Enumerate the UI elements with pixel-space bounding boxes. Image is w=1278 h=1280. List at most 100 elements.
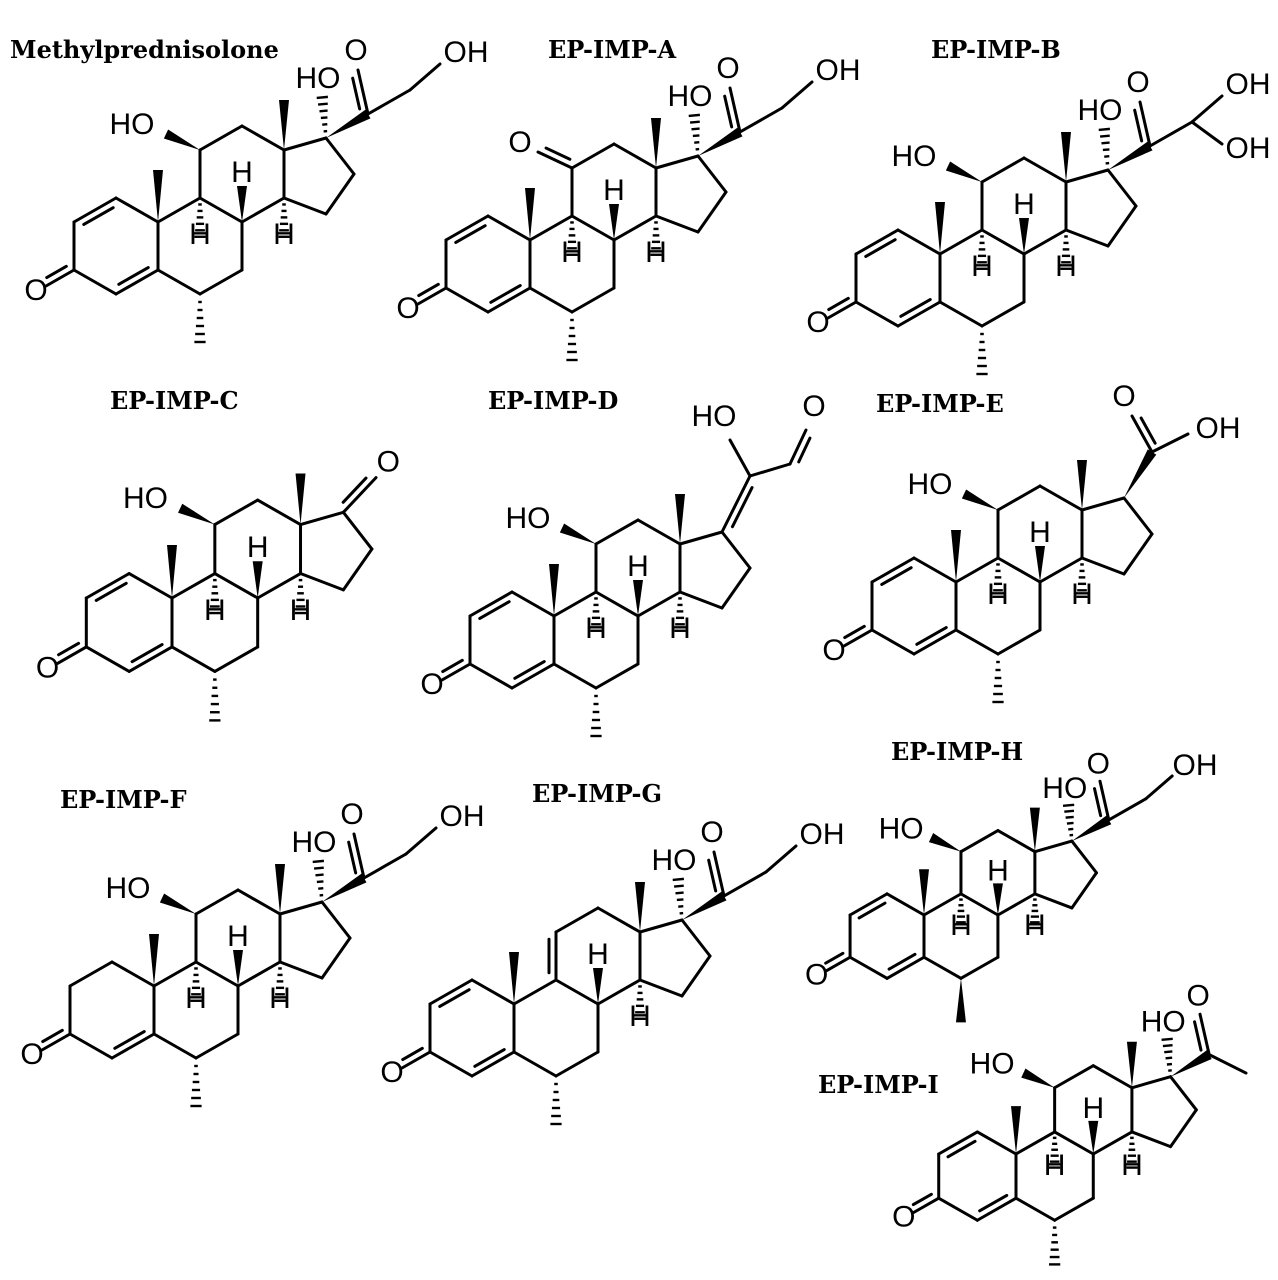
- hydroxyl-label-c17: HO: [1042, 772, 1087, 805]
- bond: [428, 978, 474, 1006]
- bond: [282, 136, 328, 152]
- double-bond-line: [1193, 1020, 1203, 1052]
- bond: [486, 214, 532, 242]
- double-bond-line: [978, 1193, 1009, 1213]
- wedge-bond: [159, 893, 196, 914]
- bond: [570, 286, 616, 314]
- wedge-bond: [1071, 815, 1112, 842]
- bond: [416, 286, 448, 306]
- hydroxyl-label-c21: OH: [800, 818, 845, 851]
- double-bond-line: [82, 206, 115, 226]
- compound-title-ep-imp-g: EP-IMP-G: [532, 779, 662, 808]
- wedge-bond: [1108, 141, 1153, 170]
- bond: [468, 662, 514, 690]
- bond: [299, 572, 345, 592]
- hydrogen-label-c8: H: [603, 174, 625, 207]
- bond: [654, 214, 700, 234]
- bond: [959, 955, 1000, 980]
- hydroxyl-label-c17: HO: [1078, 94, 1123, 127]
- bond: [938, 300, 984, 328]
- bond: [885, 955, 926, 980]
- bond: [240, 196, 286, 224]
- bond: [356, 68, 370, 116]
- bond: [408, 62, 442, 92]
- double-bond-line: [880, 566, 913, 586]
- bond: [341, 476, 378, 514]
- hydroxyl-label-c17: HO: [292, 826, 337, 859]
- bond: [240, 124, 286, 152]
- bond: [937, 1196, 979, 1222]
- bond: [922, 955, 963, 980]
- wedge-bond: [635, 882, 645, 932]
- wedge-bond: [153, 170, 163, 222]
- bond: [278, 960, 324, 980]
- compound-title-ep-imp-e: EP-IMP-E: [876, 389, 1004, 418]
- compound-title-ep-imp-f: EP-IMP-F: [60, 785, 187, 814]
- wedge-bond: [928, 833, 961, 852]
- wedge-bond: [992, 883, 1003, 915]
- hash-bond: [313, 866, 324, 870]
- bond: [194, 960, 240, 988]
- bond: [959, 892, 1000, 917]
- bond: [198, 196, 244, 224]
- hash-bond: [1101, 141, 1110, 145]
- hash-bond: [1165, 1056, 1173, 1060]
- wedge-bond: [1035, 546, 1045, 582]
- bond: [764, 844, 798, 874]
- bond: [72, 196, 118, 224]
- bond: [848, 955, 889, 980]
- wedge-bond: [1019, 218, 1029, 254]
- compound-title-ep-imp-b: EP-IMP-B: [931, 35, 1061, 64]
- bond: [712, 850, 726, 898]
- bond: [1190, 94, 1224, 124]
- hydrogen-label-c9: H: [204, 594, 226, 627]
- wedge-bond: [951, 530, 961, 582]
- bond: [1169, 1108, 1198, 1149]
- oxygen-label-c21: O: [802, 390, 825, 423]
- wedge-bond: [1011, 1106, 1021, 1154]
- wedge-bond: [919, 869, 929, 915]
- hydroxyl-label-c21: OH: [1173, 749, 1218, 782]
- bond: [720, 474, 752, 534]
- hash-bond: [692, 134, 700, 138]
- hydroxyl-label-c17: HO: [652, 844, 697, 877]
- bond: [114, 196, 160, 224]
- double-bond-line: [887, 952, 917, 971]
- double-bond-line: [915, 626, 948, 646]
- bond: [40, 1032, 72, 1052]
- bond: [1070, 871, 1098, 910]
- bond: [44, 268, 76, 288]
- bond: [68, 1032, 114, 1060]
- double-bond-line: [843, 624, 866, 640]
- wedge-bond: [1124, 449, 1157, 498]
- bond: [84, 572, 131, 600]
- hash-bond: [689, 120, 700, 124]
- wedge-bond: [326, 109, 371, 138]
- double-bond-line: [417, 282, 440, 298]
- double-bond-line: [401, 1046, 424, 1062]
- hydroxyl-label-c17: HO: [1141, 1005, 1186, 1038]
- bond: [512, 1050, 558, 1078]
- bond: [1080, 556, 1126, 576]
- hydrogen-label-c8: H: [1029, 516, 1051, 549]
- hydrogen-label-c9: H: [971, 250, 993, 283]
- bond: [1053, 1196, 1095, 1222]
- ketone-oxygen-label: O: [20, 1038, 43, 1071]
- hash-bond: [320, 116, 328, 120]
- hash-bond: [316, 880, 324, 884]
- bond: [826, 300, 858, 320]
- wedge-bond: [1126, 1041, 1137, 1088]
- bond: [1207, 1053, 1248, 1075]
- wedge-bond: [1088, 1120, 1099, 1154]
- double-bond-line: [946, 1139, 977, 1159]
- bond: [1053, 1130, 1095, 1156]
- wedge-bond: [682, 891, 727, 920]
- hash-bond: [688, 113, 701, 118]
- hash-bond: [1098, 127, 1111, 132]
- bond: [110, 1032, 156, 1060]
- hydrogen-label-c8: H: [231, 156, 253, 189]
- bond: [954, 628, 1000, 656]
- bond: [1053, 1064, 1095, 1090]
